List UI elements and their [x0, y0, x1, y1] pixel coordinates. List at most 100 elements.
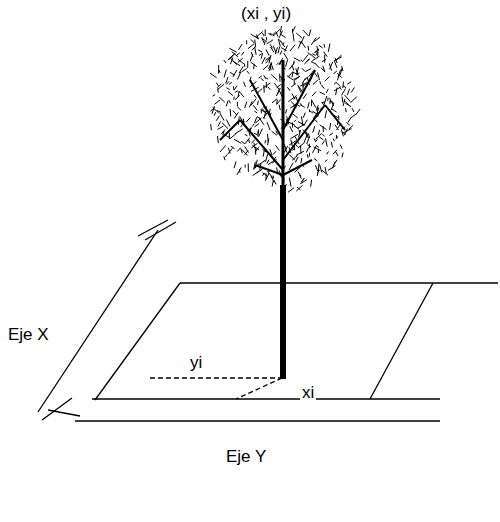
- leaf-stroke: [221, 129, 225, 134]
- leaf-stroke: [346, 122, 349, 125]
- leaf-stroke: [259, 76, 262, 78]
- leaf-stroke: [233, 61, 240, 65]
- leaf-stroke: [269, 55, 271, 64]
- leaf-stroke: [286, 109, 287, 113]
- leaf-stroke: [272, 181, 273, 187]
- leaf-stroke: [234, 139, 241, 143]
- leaf-stroke: [242, 68, 247, 72]
- leaf-stroke: [303, 83, 304, 91]
- leaf-stroke: [273, 151, 277, 155]
- leaf-stroke: [261, 109, 262, 113]
- leaf-stroke: [255, 124, 260, 127]
- leaf-stroke: [302, 42, 306, 48]
- leaf-stroke: [245, 102, 247, 108]
- leaf-stroke: [318, 150, 319, 153]
- leaf-stroke: [345, 108, 347, 112]
- leaf-stroke: [230, 109, 232, 117]
- leaf-stroke: [298, 172, 301, 177]
- leaf-stroke: [239, 66, 243, 73]
- leaf-stroke: [292, 94, 295, 99]
- leaf-stroke: [342, 97, 344, 103]
- leaf-stroke: [258, 160, 265, 165]
- leaf-stroke: [276, 32, 278, 37]
- leaf-stroke: [257, 117, 261, 119]
- leaf-stroke: [237, 167, 241, 174]
- leaf-stroke: [267, 160, 269, 164]
- leaf-stroke: [263, 173, 268, 177]
- leaf-stroke: [314, 139, 315, 142]
- leaf-stroke: [315, 120, 317, 122]
- leaf-stroke: [210, 124, 212, 130]
- leaf-stroke: [296, 185, 302, 191]
- axis-label: Eje X: [8, 326, 49, 345]
- leaf-stroke: [322, 59, 326, 61]
- leaf-stroke: [213, 95, 216, 97]
- leaf-stroke: [306, 132, 308, 139]
- leaf-stroke: [239, 91, 244, 97]
- leaf-stroke: [271, 74, 277, 80]
- leaf-stroke: [286, 59, 288, 66]
- leaf-stroke: [317, 170, 318, 176]
- leaf-stroke: [226, 101, 228, 107]
- leaf-stroke: [267, 40, 274, 44]
- leaf-stroke: [324, 55, 325, 63]
- leaf-stroke: [216, 116, 219, 121]
- leaf-stroke: [306, 59, 309, 62]
- leaf-stroke: [326, 89, 328, 93]
- leaf-stroke: [233, 111, 237, 115]
- leaf-stroke: [222, 123, 228, 129]
- leaf-stroke: [334, 82, 336, 84]
- leaf-stroke: [308, 52, 311, 55]
- leaf-stroke: [255, 40, 256, 48]
- leaf-stroke: [289, 163, 293, 170]
- leaf-stroke: [301, 60, 303, 62]
- leaf-stroke: [256, 160, 257, 164]
- leaf-stroke: [319, 137, 323, 140]
- leaf-stroke: [245, 138, 250, 144]
- leaf-stroke: [254, 95, 256, 98]
- leaf-stroke: [263, 173, 265, 176]
- leaf-stroke: [266, 49, 269, 55]
- leaf-stroke: [307, 138, 309, 144]
- leaf-stroke: [302, 179, 304, 182]
- leaf-stroke: [336, 135, 338, 139]
- leaf-stroke: [311, 38, 316, 45]
- leaf-stroke: [238, 72, 241, 79]
- leaf-stroke: [311, 180, 312, 187]
- leaf-stroke: [294, 120, 296, 122]
- leaf-stroke: [280, 26, 281, 33]
- leaf-stroke: [289, 155, 295, 161]
- leaf-stroke: [333, 160, 337, 166]
- leaf-stroke: [331, 101, 334, 106]
- leaf-stroke: [225, 155, 227, 157]
- leaf-stroke: [321, 85, 324, 89]
- leaf-stroke: [305, 77, 308, 80]
- leaf-stroke: [347, 89, 349, 95]
- leaf-stroke: [262, 33, 264, 36]
- leaf-stroke: [237, 148, 241, 152]
- leaf-stroke: [315, 51, 317, 53]
- leaf-stroke: [253, 105, 257, 110]
- leaf-stroke: [342, 153, 343, 158]
- leaf-stroke: [229, 133, 230, 139]
- leaf-stroke: [318, 107, 319, 111]
- leaf-stroke: [304, 135, 307, 143]
- leaf-stroke: [293, 33, 294, 41]
- leaf-stroke: [247, 71, 249, 74]
- leaf-stroke: [216, 83, 218, 86]
- leaf-stroke: [312, 54, 315, 56]
- leaf-stroke: [252, 140, 255, 144]
- leaf-stroke: [313, 80, 318, 85]
- leaf-stroke: [218, 121, 221, 126]
- leaf-stroke: [267, 122, 270, 130]
- leaf-stroke: [312, 101, 316, 108]
- leaf-stroke: [280, 41, 285, 47]
- leaf-stroke: [308, 46, 310, 51]
- leaf-stroke: [300, 180, 307, 184]
- leaf-stroke: [295, 157, 298, 163]
- leaf-stroke: [334, 87, 341, 91]
- leaf-stroke: [229, 48, 236, 52]
- coordinate-label: (xi , yi): [241, 5, 291, 24]
- leaf-stroke: [266, 154, 268, 162]
